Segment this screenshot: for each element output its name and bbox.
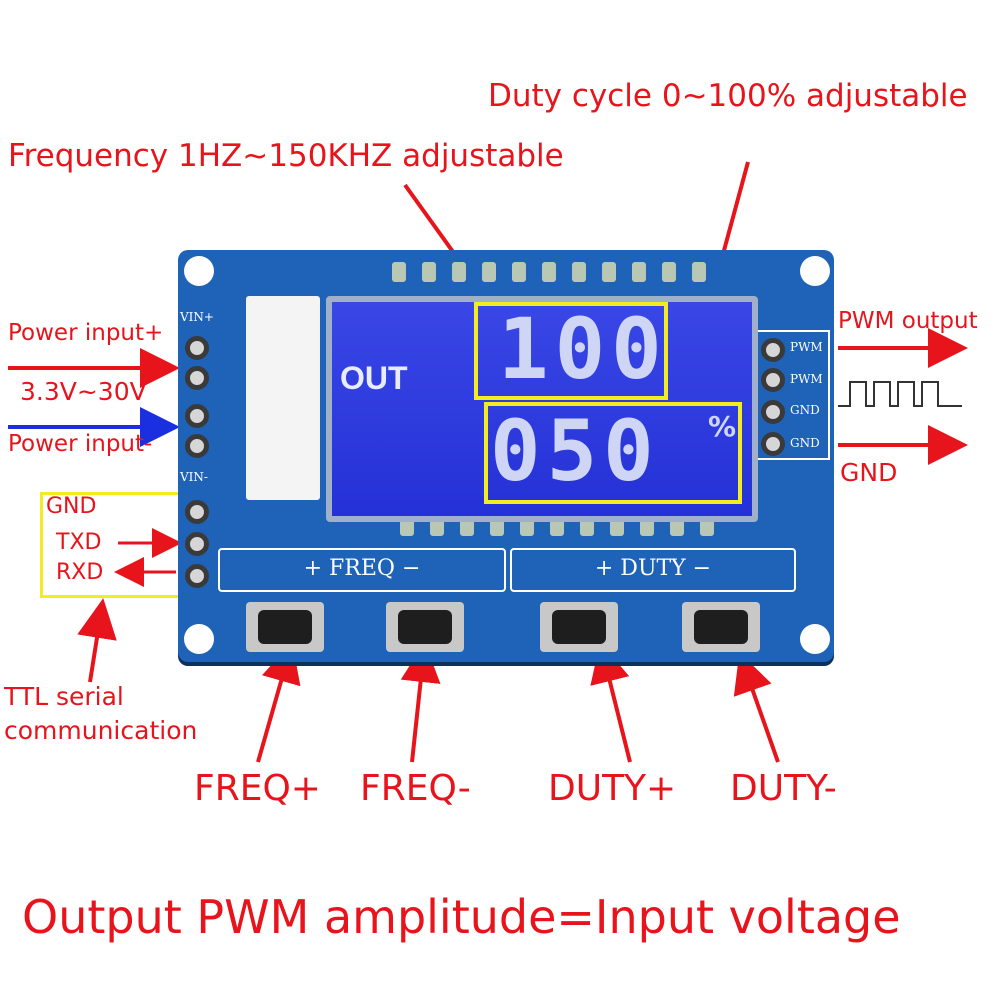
ttl-serial-label: TTL serial (4, 682, 124, 711)
connector-block (246, 296, 320, 500)
rxd-pin (185, 564, 209, 588)
arrow-freq-plus (256, 642, 301, 763)
vin-pin (185, 434, 209, 458)
pwm-output-label: PWM output (838, 308, 978, 334)
communication-label: communication (4, 716, 198, 745)
arrow-ttl (77, 598, 117, 683)
freq-minus-button[interactable] (386, 602, 464, 652)
duty-minus-label: DUTY- (730, 768, 837, 809)
vin-minus-label: VIN- (180, 470, 208, 484)
gnd-output-label: GND (840, 458, 898, 487)
arrow-duty-minus (733, 652, 780, 763)
duty-zone (510, 548, 796, 592)
voltage-range-label: 3.3V~30V (20, 377, 147, 406)
mounting-hole (800, 624, 830, 654)
mounting-hole (184, 624, 214, 654)
gnd-pin (761, 432, 785, 456)
duty-plus-button[interactable] (540, 602, 618, 652)
pwm-waveform (838, 381, 962, 407)
serial-rxd-label: RXD (56, 560, 104, 585)
freq-plus-label: FREQ+ (194, 768, 321, 809)
arrow-duty-plus (590, 642, 632, 763)
lcd-percent-sign: % (708, 410, 737, 443)
right-pin-label: GND (790, 403, 820, 417)
right-pin-label: GND (790, 436, 820, 450)
arrow-freq-minus (400, 642, 441, 763)
freq-zone (218, 548, 506, 592)
vin-plus-label: VIN+ (180, 310, 214, 324)
lcd-frequency-value: 100 (498, 300, 668, 398)
right-pin-label: PWM (790, 372, 823, 386)
freq-zone-label: + FREQ − (303, 556, 421, 581)
duty-highlight-box (484, 402, 742, 504)
duty-cycle-annotation: Duty cycle 0~100% adjustable (488, 78, 968, 114)
vin-pin (185, 404, 209, 428)
footer-caption: Output PWM amplitude=Input voltage (22, 890, 901, 944)
freq-plus-button[interactable] (246, 602, 324, 652)
vin-pin (185, 336, 209, 360)
lcd-out-label: OUT (340, 360, 408, 396)
frequency-highlight-box (474, 302, 668, 400)
duty-minus-button[interactable] (682, 602, 760, 652)
power-input-minus-label: Power input- (8, 431, 153, 457)
lcd-top-pins (392, 262, 706, 282)
gnd-pin (761, 400, 785, 424)
lcd-duty-value: 050 (490, 402, 660, 500)
serial-gnd-label: GND (46, 494, 97, 519)
lcd-display (326, 296, 758, 522)
freq-minus-label: FREQ- (360, 768, 471, 809)
duty-zone-label: + DUTY − (594, 556, 712, 581)
serial-txd-label: TXD (56, 530, 102, 555)
vin-pin (185, 366, 209, 390)
txd-pin (185, 532, 209, 556)
right-pin-label: PWM (790, 340, 823, 354)
frequency-annotation: Frequency 1HZ~150KHZ adjustable (8, 138, 564, 174)
power-input-plus-label: Power input+ (8, 320, 164, 346)
duty-plus-label: DUTY+ (548, 768, 677, 809)
pwm-pin (761, 368, 785, 392)
mounting-hole (184, 256, 214, 286)
mounting-hole (800, 256, 830, 286)
pwm-pin (761, 338, 785, 362)
gnd-serial-pin (185, 500, 209, 524)
